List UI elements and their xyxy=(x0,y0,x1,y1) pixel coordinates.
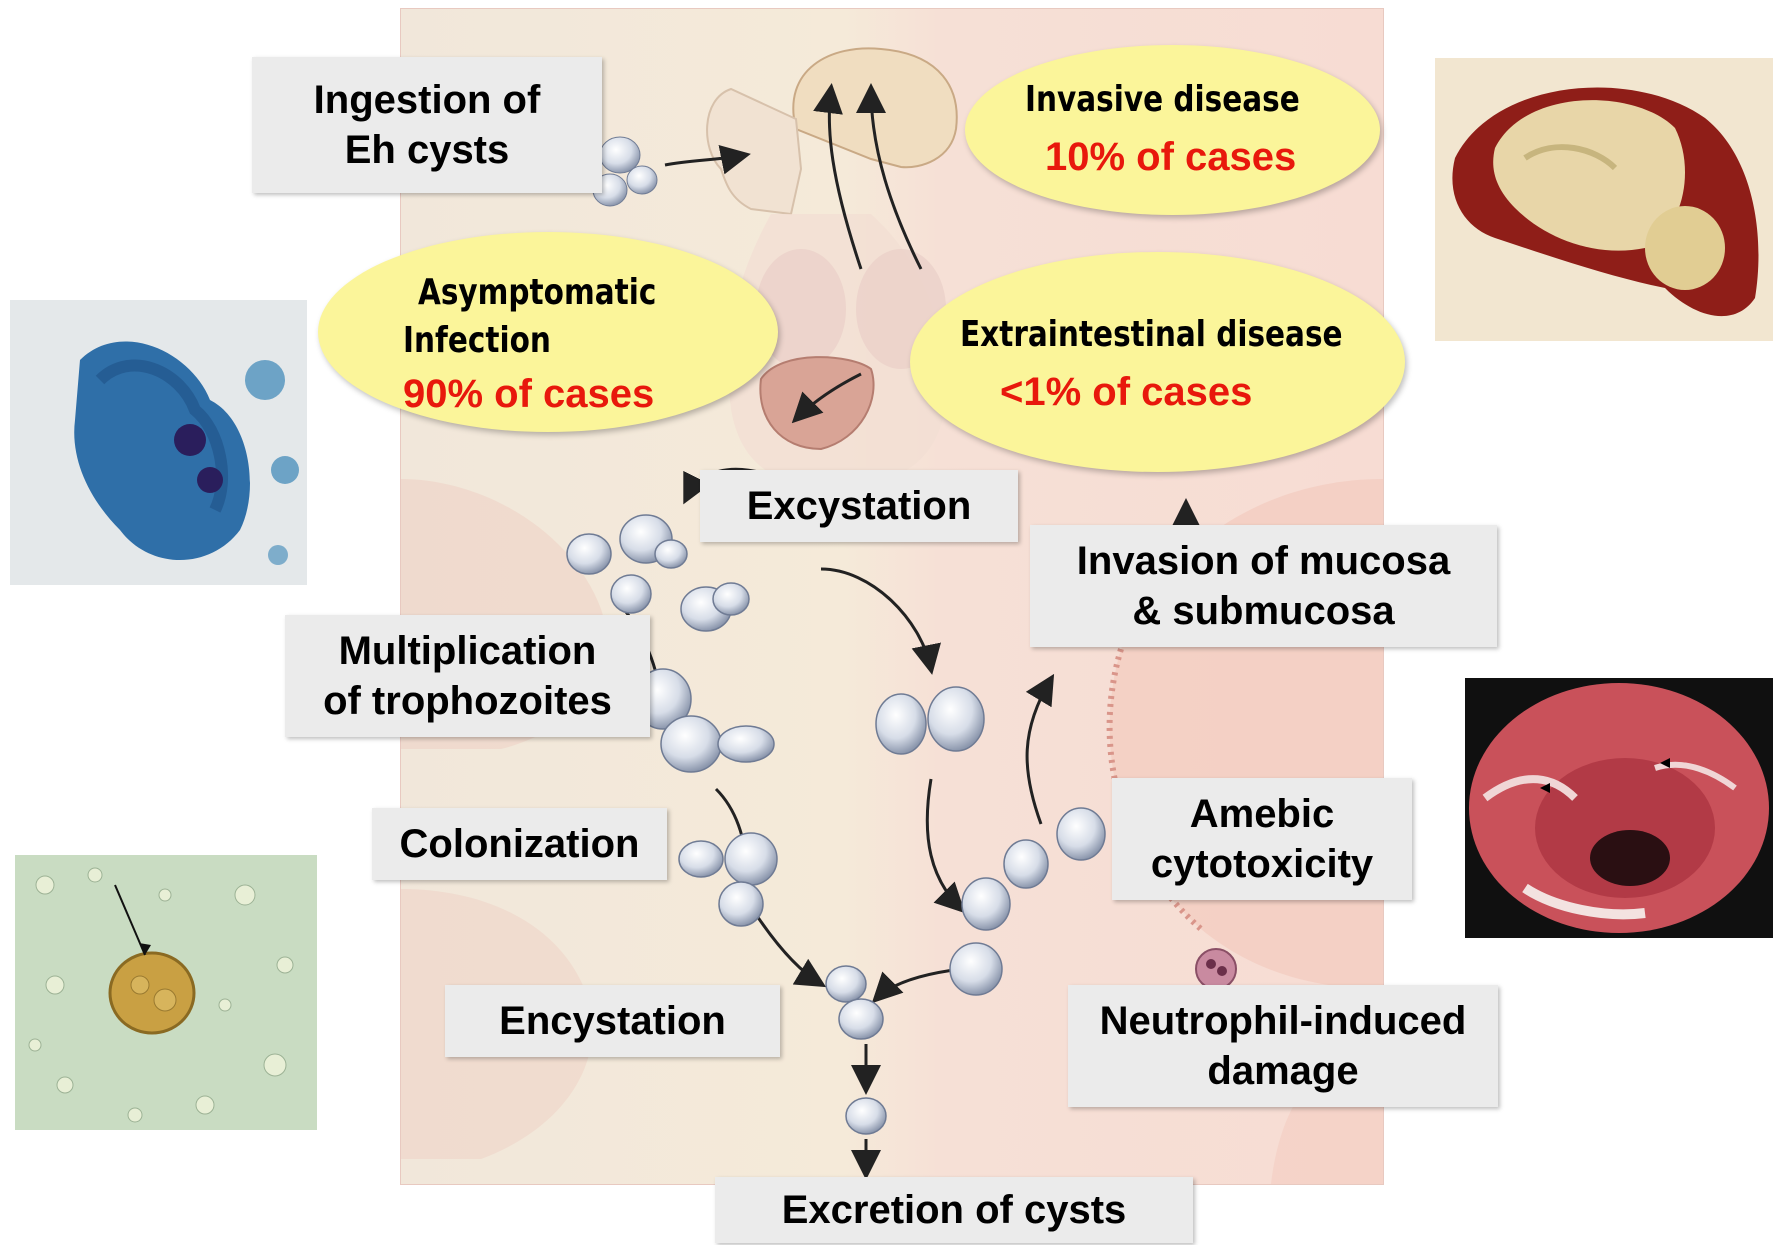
neutrophil-line2: damage xyxy=(1100,1046,1467,1096)
invasion-label: Invasion of mucosa& submucosa xyxy=(1030,525,1497,647)
ingestion-line1: Ingestion of xyxy=(314,75,541,125)
asymptomatic-title-line1: Asymptomatic xyxy=(418,272,656,313)
invasive-disease-percent: 10% of cases xyxy=(1045,135,1296,180)
encystation-text: Encystation xyxy=(499,996,726,1046)
invasion-line2: & submucosa xyxy=(1077,586,1450,636)
ingestion-line2: Eh cysts xyxy=(314,125,541,175)
extraintestinal-ellipse: Extraintestinal disease <1% of cases xyxy=(910,252,1405,472)
invasive-disease-ellipse: Invasive disease 10% of cases xyxy=(965,45,1380,215)
amebic-line1: Amebic xyxy=(1151,789,1373,839)
asymptomatic-ellipse: Asymptomatic Infection 90% of cases xyxy=(318,232,778,432)
neutrophil-line1: Neutrophil-induced xyxy=(1100,996,1467,1046)
trophozoite-micrograph xyxy=(10,300,307,585)
colonization-label: Colonization xyxy=(372,808,667,880)
extraintestinal-title: Extraintestinal disease xyxy=(960,314,1343,355)
extraintestinal-percent: <1% of cases xyxy=(1000,370,1252,415)
invasion-line1: Invasion of mucosa xyxy=(1077,536,1450,586)
invasive-disease-title: Invasive disease xyxy=(1025,79,1300,120)
colonization-text: Colonization xyxy=(400,819,640,869)
cyst-micrograph xyxy=(15,855,317,1130)
multiplication-line1: Multiplication xyxy=(323,626,612,676)
encystation-label: Encystation xyxy=(445,985,780,1057)
excretion-label: Excretion of cysts xyxy=(715,1177,1193,1243)
liver-abscess-photo xyxy=(1435,58,1773,341)
amebic-line2: cytotoxicity xyxy=(1151,839,1373,889)
asymptomatic-title-line2: Infection xyxy=(403,320,551,361)
excretion-text: Excretion of cysts xyxy=(782,1185,1127,1235)
asymptomatic-percent: 90% of cases xyxy=(403,372,654,417)
excystation-text: Excystation xyxy=(747,481,972,531)
excystation-label: Excystation xyxy=(700,470,1018,542)
multiplication-line2: of trophozoites xyxy=(323,676,612,726)
colon-endoscopy-photo xyxy=(1465,678,1773,938)
ingested-cysts-icon xyxy=(580,135,780,215)
